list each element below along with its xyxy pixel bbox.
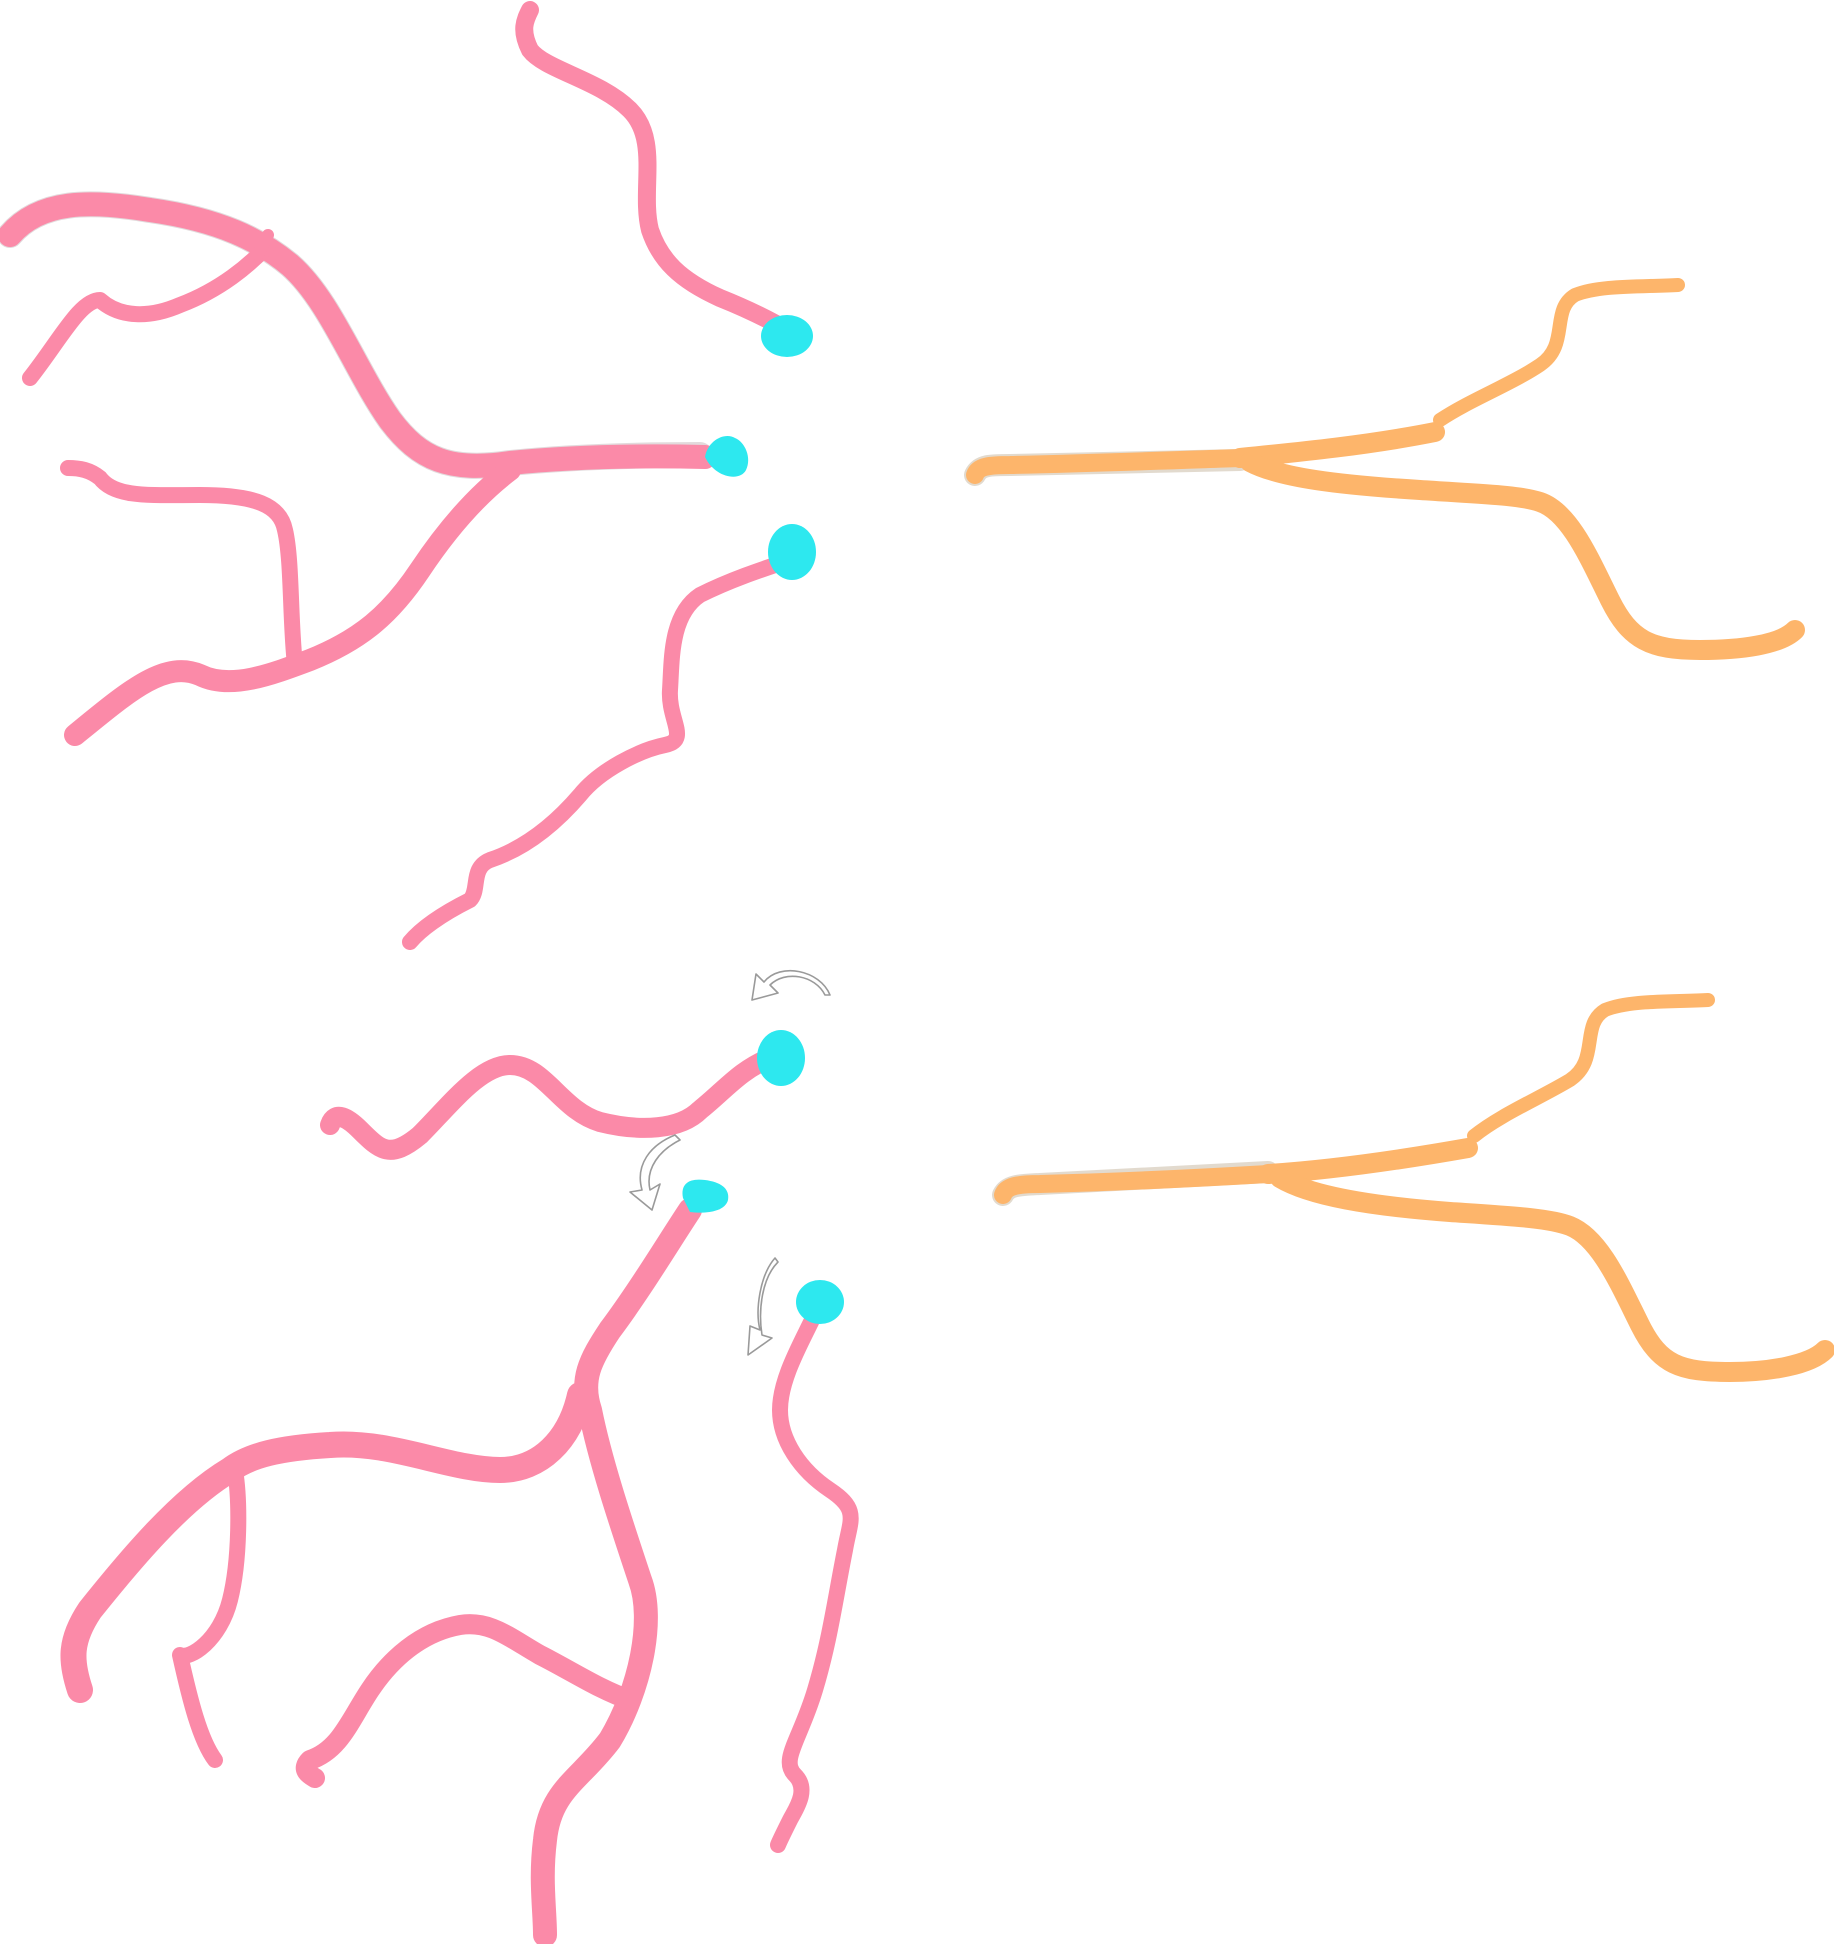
curved-arrow-icon <box>751 969 831 1001</box>
bottom-neuron-branch-small <box>172 1462 247 1768</box>
top-panel <box>0 1 1805 950</box>
top-target-axon <box>964 278 1805 660</box>
bottom-neuron <box>60 1048 859 1944</box>
curved-arrow-icon <box>629 1134 681 1211</box>
retraction-arrows <box>629 969 831 1356</box>
top-branch-lower <box>402 552 798 950</box>
growth-cone-icon <box>768 524 816 580</box>
bottom-axon-stem <box>994 1165 1277 1204</box>
top-axon-stem <box>966 449 1249 484</box>
bottom-panel <box>60 969 1834 1944</box>
top-neuron-branch-lower <box>64 459 521 746</box>
top-neuron-branch-hook <box>60 460 303 673</box>
top-neuron-nub <box>252 229 274 261</box>
bottom-growth-cones <box>682 1030 844 1324</box>
bottom-target-axon <box>992 993 1834 1382</box>
top-axon-upper-tail <box>1433 278 1685 427</box>
top-branch-upper <box>515 1 799 341</box>
growth-cone-icon <box>796 1280 844 1324</box>
top-growth-cones <box>705 315 816 580</box>
growth-cone-icon <box>761 315 813 357</box>
top-neuron <box>0 1 799 950</box>
top-neuron-branch-upper <box>22 237 276 386</box>
growth-cone-icon <box>682 1179 729 1213</box>
bottom-axon-upper-tail <box>1467 993 1715 1143</box>
top-axon-lower-branch <box>1240 452 1805 660</box>
bottom-branch-wavy <box>320 1048 780 1160</box>
bottom-neuron-branch-left <box>60 1382 593 1703</box>
bottom-neuron-main-trunk <box>530 1198 702 1944</box>
growth-cone-icon <box>705 436 749 477</box>
top-neuron-main-trunk <box>0 192 717 478</box>
growth-cone-icon <box>757 1030 805 1086</box>
bottom-neuron-branch-lower <box>295 1614 640 1788</box>
curved-arrow-icon <box>747 1257 779 1356</box>
bottom-axon-upper-branch <box>1258 1138 1478 1184</box>
top-axon-upper-branch <box>1230 422 1445 468</box>
bottom-axon-lower-branch <box>1270 1168 1834 1382</box>
bottom-branch-right <box>770 1312 859 1853</box>
